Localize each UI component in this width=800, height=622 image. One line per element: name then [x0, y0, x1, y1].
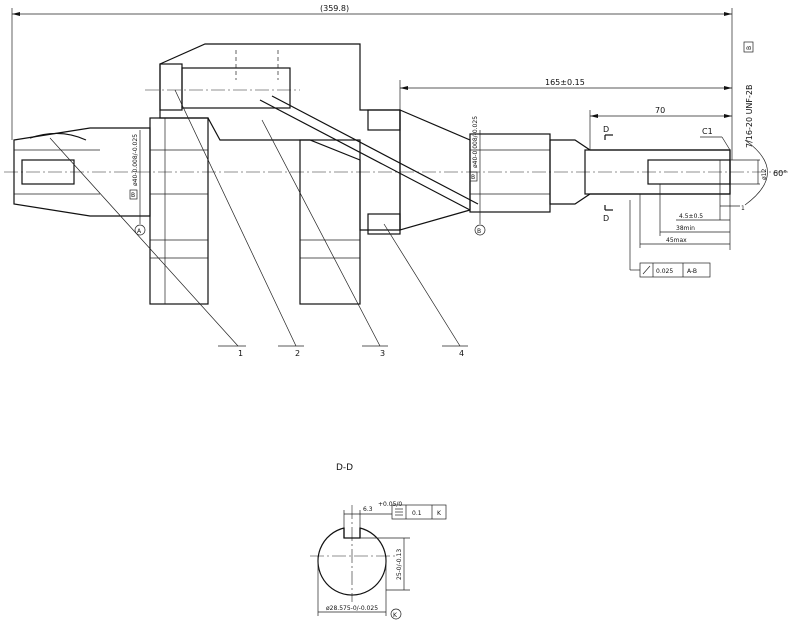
key-width: 6.3 [363, 506, 373, 513]
runout-value: 0.025 [656, 268, 673, 275]
callout-4: 4 [459, 349, 464, 358]
sym-value: 0.1 [412, 510, 422, 517]
dim-45-label: 4.5±0.5 [679, 213, 703, 220]
small-dims: 1 4.5±0.5 38min 45max [639, 184, 745, 250]
dim-1-label: 1 [741, 205, 745, 212]
datum-left-box: B [131, 192, 135, 199]
dia-12-label: ø12 [761, 169, 768, 180]
dimension-165: 165±0.15 [399, 78, 732, 110]
journal-dia-right: ø40-0.008/-0.025 [472, 116, 479, 168]
section-title: D-D [336, 463, 353, 473]
section-marks: D D [603, 125, 613, 223]
dia-28: ø28.575-0/-0.025 [326, 605, 378, 612]
datum-b-marker: B ø40-0.008/-0.025 B [469, 116, 486, 236]
datum-a-label: A [137, 228, 142, 235]
datum-a-marker: B ø40-0.008/-0.025 A [129, 130, 146, 236]
runout-datum: A-B [687, 268, 697, 275]
overall-length-label: (359.8) [320, 4, 349, 13]
section-mark-bottom: D [603, 214, 609, 223]
dim-38-label: 38min [676, 225, 695, 232]
angle-callout: ø12 60° [730, 139, 787, 206]
key-tol: +0.05/0 [378, 501, 402, 508]
sym-datum: K [437, 510, 442, 517]
callout-2: 2 [295, 349, 300, 358]
thread-datum: B [746, 46, 753, 50]
angle-label: 60° [773, 169, 787, 178]
callout-3: 3 [380, 349, 385, 358]
section-dd-view: D-D 6.3 +0.05/0 0.1 K 25-0/-0.13 ø28.575… [310, 463, 447, 620]
datum-b-label: B [477, 228, 481, 235]
dim-70-label: 70 [655, 106, 665, 115]
callout-1: 1 [238, 349, 243, 358]
dim-165-label: 165±0.15 [545, 78, 585, 87]
crank-pin-section [145, 43, 479, 231]
dim-45max-label: 45max [666, 237, 687, 244]
part-callouts: 1 2 3 4 [49, 89, 468, 358]
datum-k: K [393, 612, 398, 619]
overall-dimension: (359.8) [11, 4, 733, 160]
left-web [149, 117, 209, 305]
right-web [299, 139, 361, 305]
chamfer-label: C1 [702, 127, 713, 136]
thread-callout: 7/16-20 UNF-2B B [743, 41, 754, 148]
datum-right-box: B [471, 174, 475, 181]
chamfer-note: C1 [700, 127, 731, 151]
section-mark-top: D [603, 125, 609, 134]
dimension-70: 70 [589, 106, 732, 150]
thread-label: 7/16-20 UNF-2B [745, 85, 754, 148]
runout-frame: 0.025 A-B [629, 200, 711, 278]
journal-dia-left: ø40-0.008/-0.025 [132, 134, 139, 186]
dim-25: 25-0/-0.13 [396, 549, 403, 580]
